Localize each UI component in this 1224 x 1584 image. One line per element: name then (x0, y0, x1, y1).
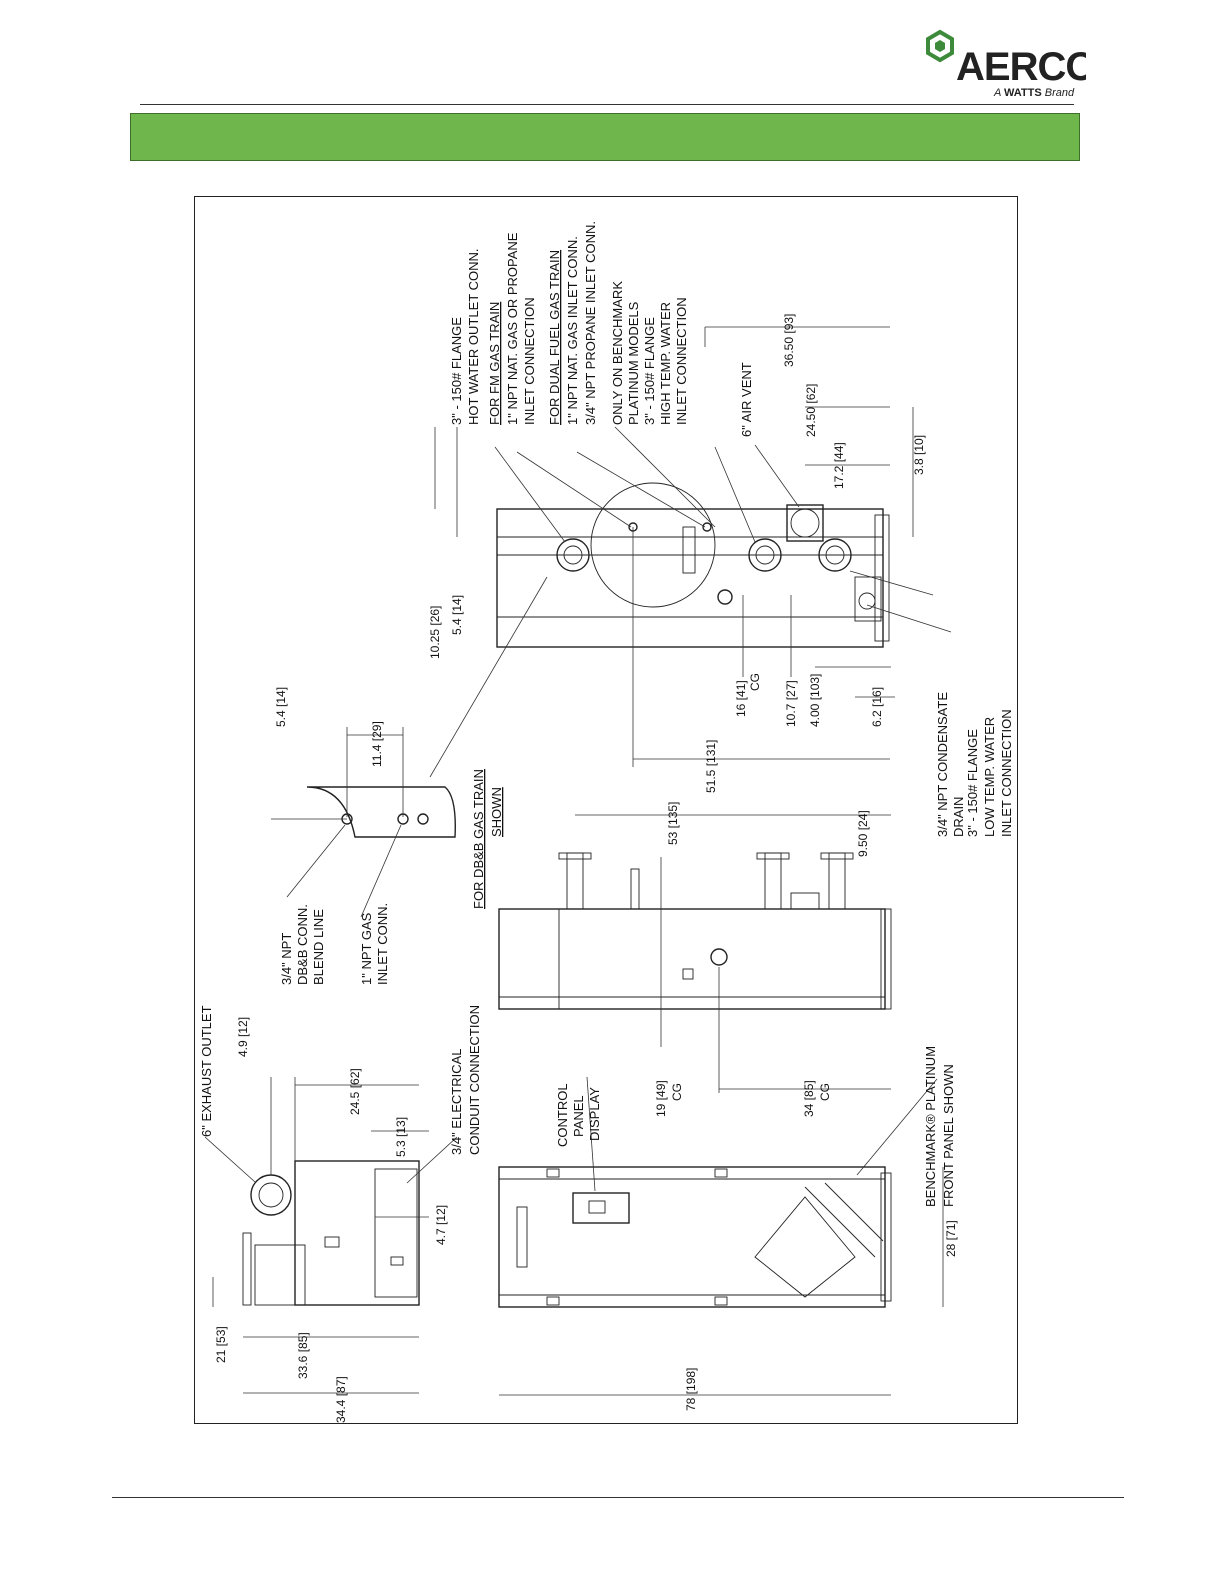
detail-shape (306, 786, 456, 838)
dim-17-2: 17.2 [44] (832, 442, 846, 489)
air-vent-note: 6" AIR VENT (739, 362, 754, 437)
exhaust-outlet (250, 1174, 292, 1216)
dual-fuel-note-1: FOR DUAL FUEL GAS TRAIN (547, 250, 562, 425)
control-panel-note-1: CONTROL (555, 1083, 570, 1147)
condensate-note-2: DRAIN (951, 797, 966, 837)
top-view: 3" - 150# FLANGE HOT WATER OUTLET CONN. … (428, 221, 1014, 837)
dim-5-4: 5.4 [14] (450, 595, 464, 635)
detail-dim-11-4: 11.4 [29] (370, 721, 384, 767)
footer-rule (112, 1497, 1124, 1498)
hot-water-outlet-note-1: 3" - 150# FLANGE (449, 317, 464, 425)
front-panel-note-1: BENCHMARK® PLATINUM (923, 1046, 938, 1207)
side-outlet-pipe (566, 852, 584, 910)
front-view: CONTROL PANEL DISPLAY 78 [198] 28 [71] (498, 1076, 958, 1411)
conduit-note-1: 3/4" ELECTRICAL (449, 1049, 464, 1156)
high-temp-inlet-flange (748, 538, 782, 572)
end-view-body (294, 1160, 420, 1306)
front-dim-28: 28 [71] (944, 1220, 958, 1257)
exhaust-outlet-note: 6" EXHAUST OUTLET (199, 1005, 214, 1137)
low-temp-note-1: 3" - 150# FLANGE (965, 729, 980, 837)
platinum-note-2: PLATINUM MODELS (626, 301, 641, 425)
low-temp-note-3: INLET CONNECTION (999, 709, 1014, 837)
side-dim-53: 53 [135] (666, 802, 680, 845)
dim-51-5: 51.5 [131] (704, 740, 718, 793)
end-dim-5-3: 5.3 [13] (394, 1117, 408, 1157)
dim-24-50: 24.50 [62] (804, 384, 818, 437)
fm-gas-train-note-2: 1" NPT NAT. GAS OR PROPANE (505, 232, 520, 425)
dim-16: 16 [41] (734, 680, 748, 717)
dim-4-00: 4.00 [103] (808, 674, 822, 727)
detail-note-1: 3/4" NPT (279, 933, 294, 985)
side-view-body (498, 908, 886, 1010)
control-panel-display (572, 1192, 630, 1224)
side-dim-19: 19 [49] (654, 1080, 668, 1117)
end-dim-4-9: 4.9 [12] (236, 1017, 250, 1057)
end-dim-4-7: 4.7 [12] (434, 1205, 448, 1245)
top-view-body (496, 508, 884, 648)
dual-fuel-note-2: 1" NPT NAT. GAS INLET CONN. (565, 236, 580, 425)
dim-10-25: 10.25 [26] (428, 606, 442, 659)
dim-10-7: 10.7 [27] (784, 680, 798, 727)
side-dim-19-cg: CG (670, 1083, 684, 1101)
front-view-body (498, 1166, 886, 1308)
gas-train-detail-circle (590, 482, 716, 608)
front-label-plate (516, 1206, 528, 1268)
detail-note-5: INLET CONN. (375, 903, 390, 985)
low-temp-note-2: LOW TEMP. WATER (982, 717, 997, 837)
front-dim-78: 78 [198] (684, 1368, 698, 1411)
aerco-logo-mark: AERCO A WATTS Brand (926, 29, 1096, 99)
cg-symbol-icon (717, 589, 733, 605)
detail-note-4: 1" NPT GAS (359, 912, 374, 985)
fm-gas-train-note-1: FOR FM GAS TRAIN (487, 302, 502, 425)
side-cg-symbol-icon (710, 948, 728, 966)
platinum-note-3: 3" - 150# FLANGE (642, 317, 657, 425)
detail-note-3: BLEND LINE (311, 909, 326, 985)
section-banner (130, 113, 1080, 161)
dim-16-cg: CG (748, 673, 762, 691)
end-dim-34-4: 34.4 [87] (334, 1376, 348, 1423)
dim-3-8: 3.8 [10] (912, 435, 926, 475)
detail-dim-5-4: 5.4 [14] (274, 687, 288, 727)
drawing-canvas: 3" - 150# FLANGE HOT WATER OUTLET CONN. … (199, 221, 1014, 1423)
dim-36-50: 36.50 [93] (782, 314, 796, 367)
platinum-note-4: HIGH TEMP. WATER (658, 302, 673, 425)
detail-title-1: FOR DB&B GAS TRAIN (471, 769, 486, 909)
side-dim-34: 34 [85] (802, 1080, 816, 1117)
air-vent (786, 504, 824, 542)
gas-train-detail: 5.4 [14] 11.4 [29] FOR DB&B GAS TRAIN SH… (271, 576, 548, 985)
side-dim-34-cg: CG (818, 1083, 832, 1101)
hot-water-outlet-note-2: HOT WATER OUTLET CONN. (466, 249, 481, 425)
front-panel-note-2: FRONT PANEL SHOWN (941, 1064, 956, 1207)
platinum-note-5: INLET CONNECTION (674, 297, 689, 425)
header-rule (140, 104, 1074, 105)
brand-name: AERCO (956, 45, 1086, 89)
control-panel-note-3: DISPLAY (587, 1087, 602, 1141)
fm-gas-train-note-3: INLET CONNECTION (522, 297, 537, 425)
condensate-note-1: 3/4" NPT CONDENSATE (935, 692, 950, 837)
detail-title-2: SHOWN (489, 787, 504, 837)
end-dim-24-5: 24.5 [62] (348, 1068, 362, 1115)
low-temp-inlet-flange (818, 538, 852, 572)
end-dim-21: 21 [53] (214, 1326, 228, 1363)
detail-note-2: DB&B CONN. (295, 904, 310, 985)
conduit-note-2: CONDUIT CONNECTION (467, 1005, 482, 1155)
dimension-drawing: 3" - 150# FLANGE HOT WATER OUTLET CONN. … (194, 196, 1018, 1424)
control-panel-note-2: PANEL (571, 1095, 586, 1137)
side-view: 53 [135] 9.50 [24] 19 [49] CG 34 [85] CG… (498, 802, 956, 1207)
aerco-logo: AERCO A WATTS Brand (922, 26, 1096, 100)
end-dim-33-6: 33.6 [85] (296, 1332, 310, 1379)
condensate-drain (854, 576, 882, 622)
platinum-note-1: ONLY ON BENCHMARK (610, 281, 625, 425)
hot-water-outlet-flange (556, 538, 590, 572)
hex-mark-icon (926, 29, 954, 63)
dual-fuel-note-3: 3/4" NPT PROPANE INLET CONN. (583, 221, 598, 425)
dim-6-2: 6.2 [16] (870, 687, 884, 727)
side-dim-9-50: 9.50 [24] (856, 810, 870, 857)
end-view: 6" EXHAUST OUTLET 3/4" ELECTRICAL CONDUI… (199, 1005, 482, 1423)
benchmark-emblem-icon (754, 1196, 856, 1298)
brand-tagline: A WATTS Brand (993, 87, 1075, 99)
